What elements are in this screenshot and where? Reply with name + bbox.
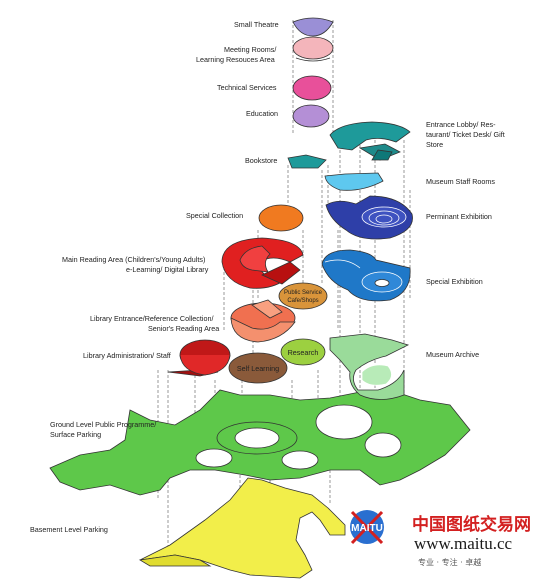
label-special-collection: Special Collection xyxy=(186,211,243,220)
permanent-exhibition-block xyxy=(325,195,413,240)
entrance-lobby-block xyxy=(329,121,411,161)
small-theatre-block xyxy=(292,17,334,37)
label-ground-level-1: Ground Level Public Programme/ xyxy=(50,420,156,429)
basement-level-parking xyxy=(138,477,346,579)
label-library-entrance-2: Senior's Reading Area xyxy=(148,324,219,333)
label-library-entrance-1: Library Entrance/Reference Collection/ xyxy=(90,314,213,323)
watermark: MAITU 中国图纸交易网 www.maitu.cc 专业 · 专注 · 卓越 xyxy=(350,510,531,567)
education-block xyxy=(292,104,330,128)
basement-slab xyxy=(139,477,346,579)
ground-hole-right xyxy=(315,404,373,440)
label-basement: Basement Level Parking xyxy=(30,525,108,534)
label-meeting-rooms-2: Learning Resouces Area xyxy=(196,55,275,64)
label-bookstore: Bookstore xyxy=(245,156,277,165)
library-admin-block xyxy=(167,339,231,377)
ground-hole-far xyxy=(364,432,402,458)
technical-services-block xyxy=(292,75,332,101)
research-block xyxy=(280,338,326,366)
label-entrance-lobby-2: taurant/ Ticket Desk/ Gift xyxy=(426,130,505,139)
label-main-reading-1: Main Reading Area (Children's/Young Adul… xyxy=(62,255,205,264)
label-entrance-lobby-1: Entrance Lobby/ Res- xyxy=(426,120,496,129)
self-learning-block xyxy=(228,352,288,384)
museum-archive-block xyxy=(329,333,410,400)
basement-edge xyxy=(138,554,212,567)
watermark-chinese: 中国图纸交易网 xyxy=(412,514,531,535)
label-permanent-exhibition: Perminant Exhibition xyxy=(426,212,492,221)
label-museum-archive: Museum Archive xyxy=(426,350,479,359)
watermark-logo-text: MAITU xyxy=(351,523,383,534)
label-special-exhibition: Special Exhibition xyxy=(426,277,483,286)
special-exhibition-block xyxy=(321,249,411,302)
label-small-theatre: Small Theatre xyxy=(234,20,279,29)
ground-ring-hole xyxy=(234,427,280,449)
label-technical-services: Technical Services xyxy=(217,83,277,92)
library-entrance-block xyxy=(230,299,296,343)
label-self-learning: Self Learning xyxy=(237,364,279,373)
label-public-service-2: Cafe/Shops xyxy=(287,298,318,304)
label-library-admin: Library Administration/ Staff xyxy=(83,351,171,360)
label-museum-staff-rooms: Museum Staff Rooms xyxy=(426,177,495,186)
watermark-url: www.maitu.cc xyxy=(414,534,512,553)
bookstore-block xyxy=(287,154,327,169)
label-main-reading-2: e-Learning/ Digital Library xyxy=(126,265,209,274)
label-education: Education xyxy=(246,109,278,118)
labels: Small Theatre Meeting Rooms/ Learning Re… xyxy=(30,20,505,534)
museum-staff-rooms-block xyxy=(324,172,384,191)
label-ground-level-2: Surface Parking xyxy=(50,430,101,439)
watermark-cross-icon xyxy=(350,510,384,545)
ground-hole-mid xyxy=(281,450,319,470)
label-public-service-1: Public Service xyxy=(284,290,323,296)
label-research: Research xyxy=(288,348,319,357)
label-entrance-lobby-3: Store xyxy=(426,140,443,149)
ground-level-slab xyxy=(49,389,471,496)
public-service-block xyxy=(278,282,328,310)
label-meeting-rooms-1: Meeting Rooms/ xyxy=(224,45,276,54)
watermark-tagline: 专业 · 专注 · 卓越 xyxy=(418,557,481,567)
ground-hole-left xyxy=(195,448,233,468)
main-reading-block xyxy=(221,237,304,289)
special-collection-block xyxy=(258,204,304,232)
meeting-rooms-block xyxy=(292,36,334,62)
